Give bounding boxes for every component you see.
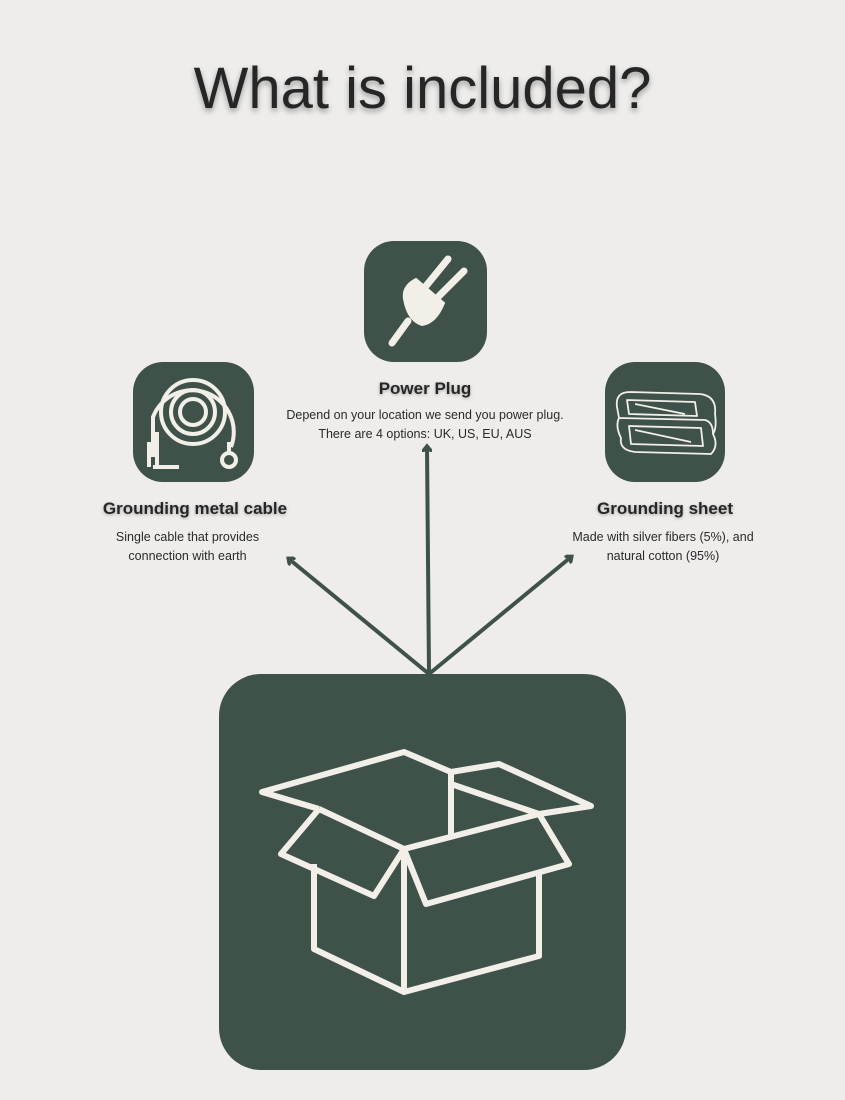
cable-tile <box>133 362 254 482</box>
cable-coil-icon <box>147 378 238 469</box>
item-description: Depend on your location we send you powe… <box>250 406 600 444</box>
item-title: Grounding sheet <box>597 499 733 518</box>
desc-line: Single cable that provides <box>115 530 260 544</box>
desc-line: Depend on your location we send you powe… <box>286 408 564 422</box>
folded-sheet-icon <box>615 391 717 455</box>
desc-line: There are 4 options: UK, US, EU, AUS <box>318 427 532 441</box>
desc-line: natural cotton (95%) <box>606 549 720 563</box>
item-title: Power Plug <box>378 379 472 398</box>
page-title: What is included? <box>193 56 652 121</box>
arrow-to-plug <box>427 447 429 675</box>
arrow-to-sheet <box>427 557 571 676</box>
item-title: Grounding metal cable <box>102 499 288 518</box>
item-description: Single cable that provides connection wi… <box>70 528 305 566</box>
power-plug-tile <box>364 241 487 362</box>
arrow-to-cable <box>289 559 431 676</box>
desc-line: Made with silver fibers (5%), and <box>572 530 754 544</box>
sheet-tile <box>605 362 725 482</box>
open-box-icon <box>259 749 594 995</box>
package-tile <box>219 674 626 1070</box>
power-plug-icon <box>388 255 468 347</box>
item-description: Made with silver fibers (5%), and natura… <box>543 528 783 566</box>
desc-line: connection with earth <box>128 549 247 563</box>
